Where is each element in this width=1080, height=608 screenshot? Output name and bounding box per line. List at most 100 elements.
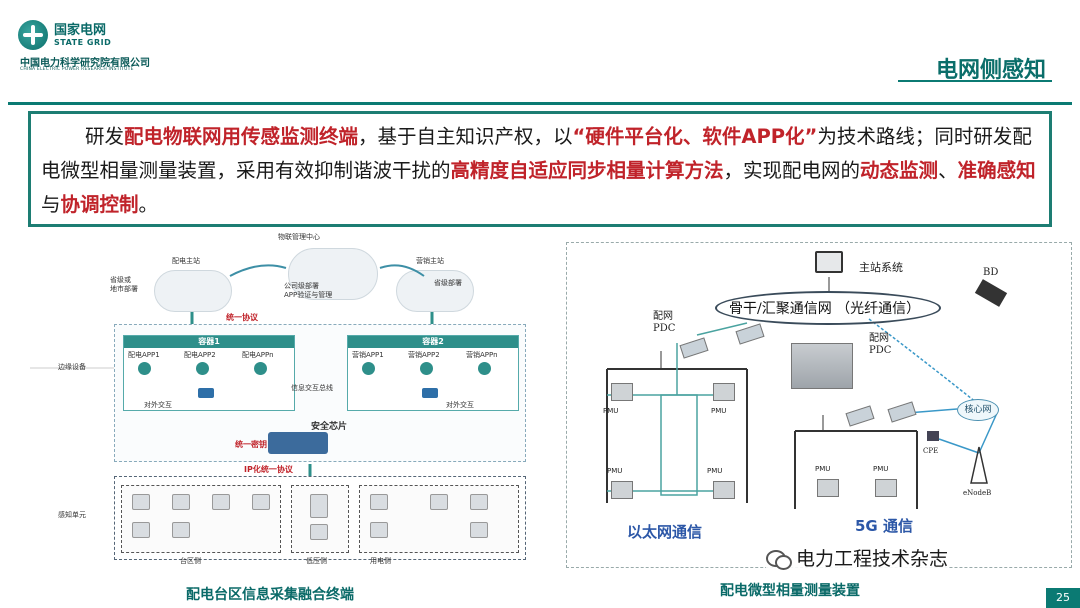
logo-en-text: STATE GRID <box>54 37 112 47</box>
summary-text: ，基于自主知识产权，以 <box>358 125 573 148</box>
app-icon <box>478 362 491 375</box>
container-2-app: 营销APPn <box>466 351 498 359</box>
summary-highlight: 配电物联网用传感监测终端 <box>124 125 359 148</box>
micro-pmu-device-photo <box>791 343 853 389</box>
switch-icon <box>422 388 438 398</box>
sensing-unit-box: 台区侧 低压侧 用电侧 <box>114 476 526 565</box>
left-diagram-connectors <box>30 264 434 476</box>
container-1-app: 配电APP2 <box>184 351 216 359</box>
pmu-device-icon <box>611 481 633 499</box>
meter-icon <box>310 524 328 540</box>
distribution-station-label: 配电主站 <box>172 257 200 265</box>
container-2-exchange: 对外交互 <box>446 401 474 409</box>
main-station-computer-icon <box>815 251 843 273</box>
meter-icon <box>172 522 190 538</box>
enodeb-label: eNodeB <box>963 489 992 497</box>
5g-label: 5G 通信 <box>855 517 913 535</box>
group-label: 低压侧 <box>306 557 327 565</box>
right-diagram-caption: 配电微型相量测量装置 <box>720 583 860 599</box>
pmu-label: PMU <box>707 467 723 475</box>
pdc-right-label: 配网 PDC <box>869 333 892 356</box>
wechat-account-name: 电力工程技术杂志 <box>796 548 949 570</box>
container-1-app: 配电APPn <box>242 351 274 359</box>
consumer-side-group: 用电侧 <box>359 485 519 565</box>
pmu-device-icon <box>875 479 897 497</box>
summary-text: 与 <box>41 193 61 216</box>
cpe-device-icon <box>927 431 939 441</box>
core-network: 核心网 <box>957 399 999 421</box>
iot-center-cloud <box>288 248 378 300</box>
institute-name-en: CHINA ELECTRIC POWER RESEARCH INSTITUTE <box>20 67 134 72</box>
container-1-exchange: 对外交互 <box>144 401 172 409</box>
meter-icon <box>430 494 448 510</box>
page-title: 电网侧感知 <box>935 58 1046 83</box>
unified-key-label: 统一密钥 <box>235 440 267 449</box>
unified-protocol-label: 统一协议 <box>226 313 258 322</box>
container-2-app: 营销APP1 <box>352 351 384 359</box>
pmu-device-icon <box>713 383 735 401</box>
pmu-device-icon <box>713 481 735 499</box>
summary-text: 研发 <box>85 125 125 148</box>
container-1-title: 容器1 <box>124 336 294 348</box>
marketing-station-sub: 省级部署 <box>434 279 462 287</box>
summary-highlight: 高精度自适应同步相量计算方法 <box>450 159 724 182</box>
sense-unit-label: 感知单元 <box>58 511 86 519</box>
page-title-box: 电网侧感知 <box>898 52 1052 83</box>
pmu-label: PMU <box>873 465 889 473</box>
summary-text: 为技术路线；同时研发配电微型相量测量装置，采用有效抑制谐波干扰的 <box>41 125 1032 182</box>
main-system-label: 主站系统 <box>859 261 903 274</box>
wechat-icon <box>766 548 792 570</box>
edge-device-label: 边缘设备 <box>58 363 86 371</box>
pmu-device-icon <box>611 383 633 401</box>
meter-icon <box>470 494 488 510</box>
iot-center-sub: 公司级部署 APP验证与管理 <box>284 282 333 299</box>
institute-name: 中国电力科学研究院有限公司 <box>20 58 150 69</box>
summary-text: 、 <box>938 159 958 182</box>
app-icon <box>420 362 433 375</box>
group-label: 用电侧 <box>370 557 391 565</box>
marketing-station-label: 营销主站 <box>416 257 444 265</box>
meter-icon <box>132 494 150 510</box>
app-icon <box>362 362 375 375</box>
header-divider <box>8 102 1072 105</box>
state-grid-emblem-icon <box>18 20 48 50</box>
backbone-network-label: 骨干/汇聚通信网 （光纤通信） <box>729 301 921 317</box>
summary-text: 。 <box>138 193 159 216</box>
page-number: 25 <box>1046 588 1080 608</box>
data-bus-label: 信息交互总线 <box>291 384 333 392</box>
meter-icon <box>132 522 150 538</box>
app-icon <box>138 362 151 375</box>
summary-highlight: 协调控制 <box>60 193 139 216</box>
summary-text-box: 研发配电物联网用传感监测终端，基于自主知识产权，以“硬件平台化、软件APP化”为… <box>28 111 1052 227</box>
micro-pmu-diagram: 主站系统 BD 骨干/汇聚通信网 （光纤通信） 配网 PDC 配网 PDC PM… <box>566 242 1072 568</box>
wechat-watermark: 电力工程技术杂志 <box>766 544 949 571</box>
summary-highlight: 动态监测 <box>860 159 939 182</box>
meter-icon <box>370 494 388 510</box>
app-icon <box>196 362 209 375</box>
distribution-station-cloud <box>154 270 232 312</box>
meter-icon <box>252 494 270 510</box>
container-2-title: 容器2 <box>348 336 518 348</box>
meter-icon <box>212 494 230 510</box>
pmu-device-icon <box>817 479 839 497</box>
summary-highlight: “硬件平台化、软件APP化” <box>572 125 818 148</box>
pmu-label: PMU <box>711 407 727 415</box>
container-1-app: 配电APP1 <box>128 351 160 359</box>
marketing-station-cloud <box>396 270 474 312</box>
app-icon <box>254 362 267 375</box>
group-label: 台区侧 <box>180 557 201 565</box>
distribution-station-sub: 省级或 地市部署 <box>110 276 138 293</box>
pmu-label: PMU <box>603 407 619 415</box>
low-voltage-side-group: 低压侧 <box>291 485 349 565</box>
security-chip-icon <box>268 432 328 454</box>
iot-center-label: 物联管理中心 <box>278 233 320 241</box>
pmu-label: PMU <box>607 467 623 475</box>
pmu-label: PMU <box>815 465 831 473</box>
bd-label: BD <box>983 267 999 278</box>
cpe-label: CPE <box>923 447 939 455</box>
backbone-network-ellipse <box>715 291 941 325</box>
logo-cn-text: 国家电网 <box>54 22 107 38</box>
container-2-app: 营销APP2 <box>408 351 440 359</box>
left-diagram-caption: 配电台区信息采集融合终端 <box>186 587 354 603</box>
container-1: 容器1 配电APP1 配电APP2 配电APPn 对外交互 <box>123 335 295 411</box>
